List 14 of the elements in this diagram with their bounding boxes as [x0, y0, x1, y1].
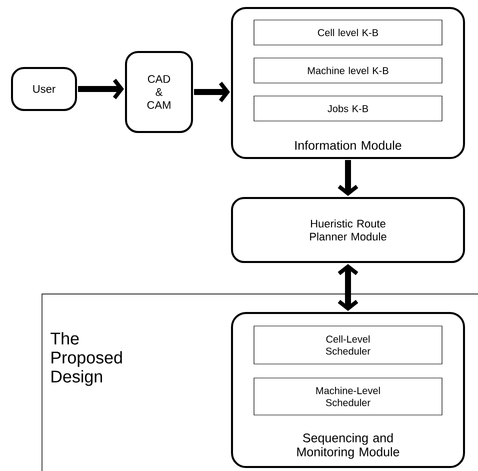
process-box: User: [11, 67, 77, 111]
knowledge-box: Cell level K-B: [254, 20, 442, 46]
process-box: CAD & CAM: [125, 51, 193, 133]
knowledge-box: Machine-Level Scheduler: [254, 378, 442, 416]
arrow: [78, 78, 124, 100]
process-box: Hueristic Route Planner Module: [231, 197, 465, 263]
region-frame: [42, 294, 478, 471]
region-label: The Proposed Design: [50, 332, 122, 386]
knowledge-box: Jobs K-B: [254, 96, 442, 122]
knowledge-box: Machine level K-B: [254, 58, 442, 84]
arrow: [338, 160, 358, 196]
knowledge-box: Cell-Level Scheduler: [254, 326, 442, 364]
arrow: [194, 82, 230, 102]
arrow: [338, 264, 358, 311]
